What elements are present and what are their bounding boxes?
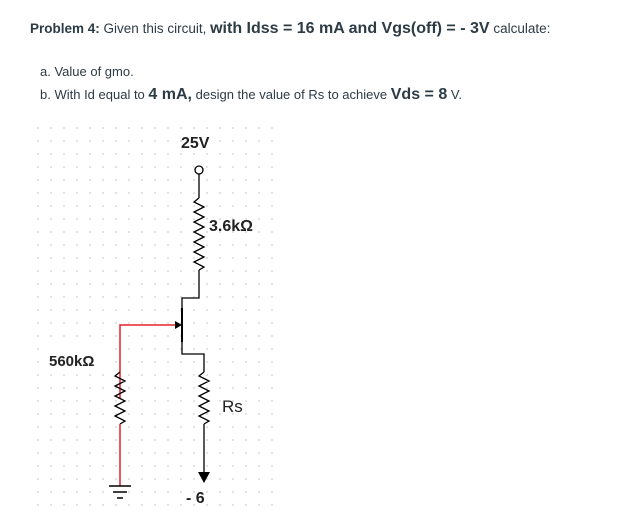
problem-conditions: with Idss = 16 mA and Vgs(off) = - 3V [210,20,490,37]
supply-terminal [194,165,204,175]
supply-voltage-label: 25V [181,135,210,152]
part-b-prefix: b. With Id equal to [40,87,145,102]
gate-wire [119,324,178,398]
grid-dots [37,127,273,506]
drain-resistor-label: 3.6kΩ [209,218,253,235]
gate-resistor [113,371,127,425]
part-a: a. Value of gmo. [40,64,134,79]
problem-label: Problem 4: [30,21,100,36]
part-b-id-value: 4 mA, [148,86,192,103]
part-b-middle: design the value of Rs to achieve [195,87,388,102]
part-b-vds-value: Vds = 8 [390,86,448,103]
source-supply-label: - 6 [186,490,205,507]
source-resistor-label: Rs [222,397,243,416]
circuit-diagram: 25V 3.6kΩ 560kΩ Rs - 6 [37,127,273,507]
part-a-text: a. Value of gmo. [40,64,134,79]
problem-statement: Problem 4: Given this circuit, with Idss… [30,20,550,38]
gate-resistor-label: 560kΩ [49,353,94,370]
part-b-suffix: V. [450,87,462,102]
gate-resistor-label-bg [47,348,115,372]
problem-suffix: calculate: [493,21,551,36]
gate-arrow [175,321,182,329]
problem-intro: Given this circuit, [103,21,207,36]
part-b: b. With Id equal to 4 mA, design the val… [40,86,462,104]
source-resistor [197,371,211,425]
source-supply-arrow [198,472,210,483]
source-wire [181,342,205,372]
drain-wire [181,270,200,310]
drain-resistor [192,197,206,271]
